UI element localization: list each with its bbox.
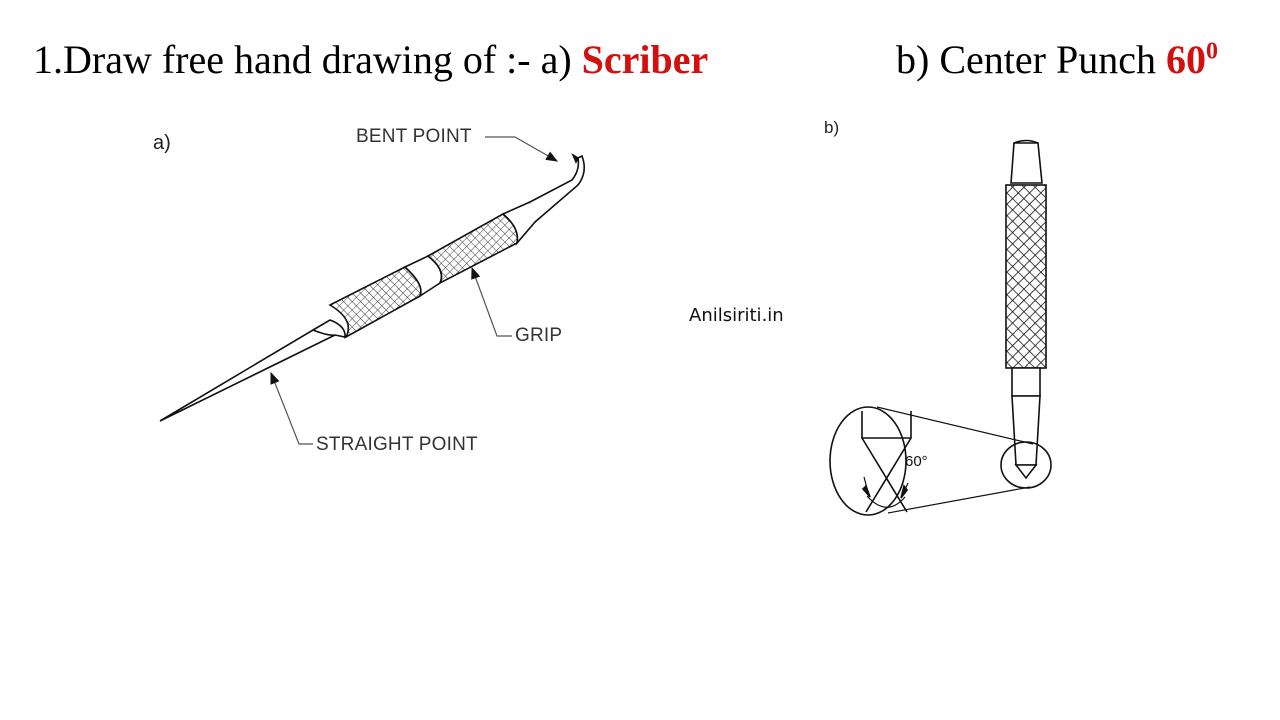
center-punch-drawing (829, 139, 1052, 516)
scriber-highlight: Scriber (581, 37, 709, 82)
angle-highlight: 60 (1165, 37, 1206, 82)
question-title: 1.Draw free hand drawing of :- a) Scribe… (33, 36, 708, 84)
scriber-leaders (270, 136, 559, 445)
center-punch-title-prefix: b) Center Punch (896, 37, 1166, 82)
figure-a-label: a) (153, 132, 171, 154)
callout-bent-point: BENT POINT (356, 126, 472, 147)
angle-label-60: 60° (905, 453, 928, 470)
watermark: Anilsiriti.in (689, 305, 784, 326)
callout-grip: GRIP (515, 325, 563, 346)
figure-b-label: b) (824, 118, 840, 137)
degree-superscript: 0 (1205, 38, 1218, 65)
center-punch-title: b) Center Punch 600 (896, 36, 1218, 84)
scriber-drawing (159, 153, 586, 422)
callout-straight-point: STRAIGHT POINT (316, 434, 478, 455)
question-title-prefix: 1.Draw free hand drawing of :- a) (33, 37, 582, 82)
